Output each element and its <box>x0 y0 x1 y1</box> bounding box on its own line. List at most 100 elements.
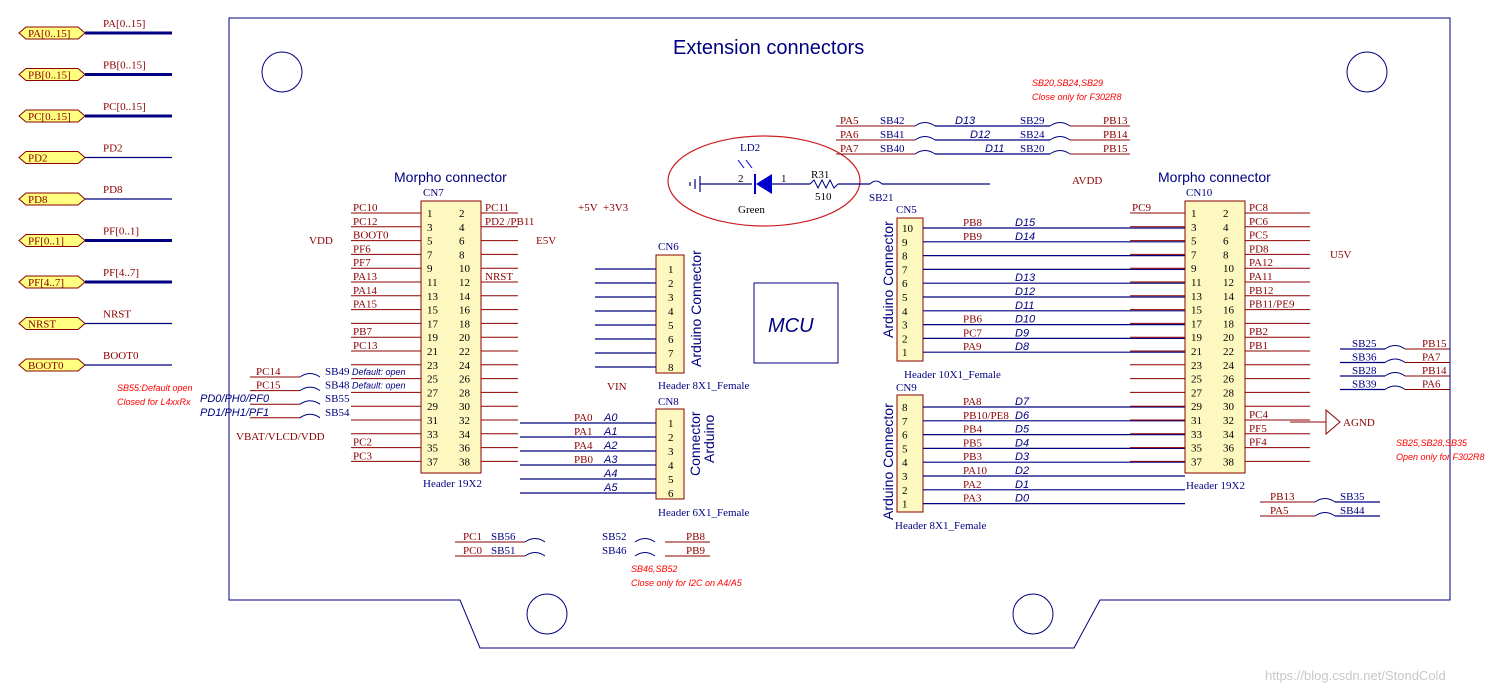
pin-number: 14 <box>459 291 471 303</box>
sb-arc <box>914 136 936 141</box>
vdd-label: VDD <box>309 235 333 247</box>
sb55-note-1: SB55:Default open <box>117 383 193 393</box>
pin-number: 38 <box>1223 456 1235 468</box>
cn6-pin-number: 6 <box>668 334 674 346</box>
cn5-d: D15 <box>1015 217 1036 229</box>
left-net: PA13 <box>353 271 378 283</box>
br-net: PA5 <box>1270 505 1289 517</box>
pin-number: 20 <box>1223 332 1235 344</box>
cn5-pin-number: 4 <box>902 306 908 318</box>
cn5-pin-number: 7 <box>902 264 908 276</box>
pin-number: 9 <box>1191 263 1197 275</box>
pin-number: 13 <box>427 291 439 303</box>
led-pin1: 1 <box>781 173 787 185</box>
i2c-sb: SB51 <box>491 545 515 557</box>
cn8-pin-number: 2 <box>668 432 674 444</box>
right-net: PD2 /PB11 <box>485 216 534 228</box>
pin-number: 36 <box>459 443 471 455</box>
cn9-pin-number: 1 <box>902 499 908 511</box>
pin-number: 35 <box>427 443 439 455</box>
right-net: PB14 <box>1422 365 1447 377</box>
pin-number: 22 <box>459 346 470 358</box>
cn7-ref: CN7 <box>423 187 444 199</box>
right-net: PB2 <box>1249 326 1268 338</box>
cn8-pin-number: 5 <box>668 474 674 486</box>
right-sb: SB39 <box>1352 379 1377 391</box>
cn6-pin-number: 4 <box>668 306 674 318</box>
sb-arc <box>1384 358 1406 363</box>
cn9-d: D1 <box>1015 479 1029 491</box>
sb-arc <box>1384 345 1406 350</box>
sb-arc <box>524 552 546 557</box>
cn8-title-1: Arduino <box>701 415 717 463</box>
cn5-ref: CN5 <box>896 204 917 216</box>
cn8-analog: A3 <box>603 454 618 466</box>
port-net-label: PA[0..15] <box>103 18 145 30</box>
br-sb: SB44 <box>1340 505 1365 517</box>
cn8-footer: Header 6X1_Female <box>658 507 749 519</box>
sb-arc <box>914 150 936 155</box>
pin-number: 17 <box>427 318 439 330</box>
cn9-d: D5 <box>1015 424 1030 436</box>
cn8-net: PA1 <box>574 426 593 438</box>
e5v-label: E5V <box>536 235 556 247</box>
cn6-title: Arduino Connector <box>688 250 704 367</box>
cn5-d: D12 <box>1015 286 1035 298</box>
right-net: PB15 <box>1422 338 1447 350</box>
port-name: PA[0..15] <box>28 28 70 40</box>
br-sb: SB35 <box>1340 491 1365 503</box>
cn5-pin-number: 8 <box>902 251 908 263</box>
pin-number: 30 <box>459 401 471 413</box>
pin-number: 35 <box>1191 443 1203 455</box>
i2c-net: PB9 <box>686 545 705 557</box>
supply-3v3: +3V3 <box>603 202 629 214</box>
top-d: D13 <box>955 115 976 127</box>
cn5-body <box>896 217 924 362</box>
cn5-d: D8 <box>1015 341 1030 353</box>
sb-label: SB48 <box>325 380 350 392</box>
top-net2: PB14 <box>1103 129 1128 141</box>
cn6-pin-number: 8 <box>668 362 674 374</box>
pin-number: 33 <box>1191 429 1203 441</box>
pin-number: 1 <box>427 208 433 220</box>
pin-number: 34 <box>1223 429 1235 441</box>
top-d: D12 <box>970 129 990 141</box>
sb-arc <box>1049 122 1071 127</box>
i2c-net: PC0 <box>463 545 482 557</box>
cn5-pin-number: 6 <box>902 278 908 290</box>
ext-net: PD1/PH1/PF1 <box>200 407 269 419</box>
sb-arc <box>1314 498 1336 503</box>
left-net: PC12 <box>353 216 377 228</box>
left-net: PF7 <box>353 257 371 269</box>
pin-number: 37 <box>1191 456 1203 468</box>
pin-number: 8 <box>459 249 465 261</box>
sb-arc <box>1384 372 1406 377</box>
cn9-footer: Header 8X1_Female <box>895 520 986 532</box>
pin-number: 12 <box>1223 277 1234 289</box>
cn9-body <box>896 394 924 513</box>
sb-arc <box>299 400 321 405</box>
pin-number: 32 <box>459 415 470 427</box>
pin-number: 14 <box>1223 291 1235 303</box>
cn6-pin-number: 5 <box>668 320 674 332</box>
sb-label: SB54 <box>325 407 350 419</box>
right-sb: SB25 <box>1352 338 1377 350</box>
pin-number: 18 <box>459 318 471 330</box>
port-list: PA[0..15]PA[0..15]PB[0..15]PB[0..15]PC[0… <box>18 18 172 372</box>
pin-number: 15 <box>1191 305 1203 317</box>
top-sb2: SB29 <box>1020 115 1045 127</box>
resistor-ref: R31 <box>811 169 829 181</box>
sb-label: SB49 <box>325 366 350 378</box>
cn9-net: PA3 <box>963 493 982 505</box>
right-net: PC5 <box>1249 230 1268 242</box>
cn8-analog: A1 <box>603 426 617 438</box>
right-note-1: SB25,SB28,SB35 <box>1396 438 1468 448</box>
cn9-d: D2 <box>1015 465 1029 477</box>
pin-number: 27 <box>1191 387 1203 399</box>
port-net-label: PC[0..15] <box>103 101 146 113</box>
pin-number: 5 <box>427 236 433 248</box>
